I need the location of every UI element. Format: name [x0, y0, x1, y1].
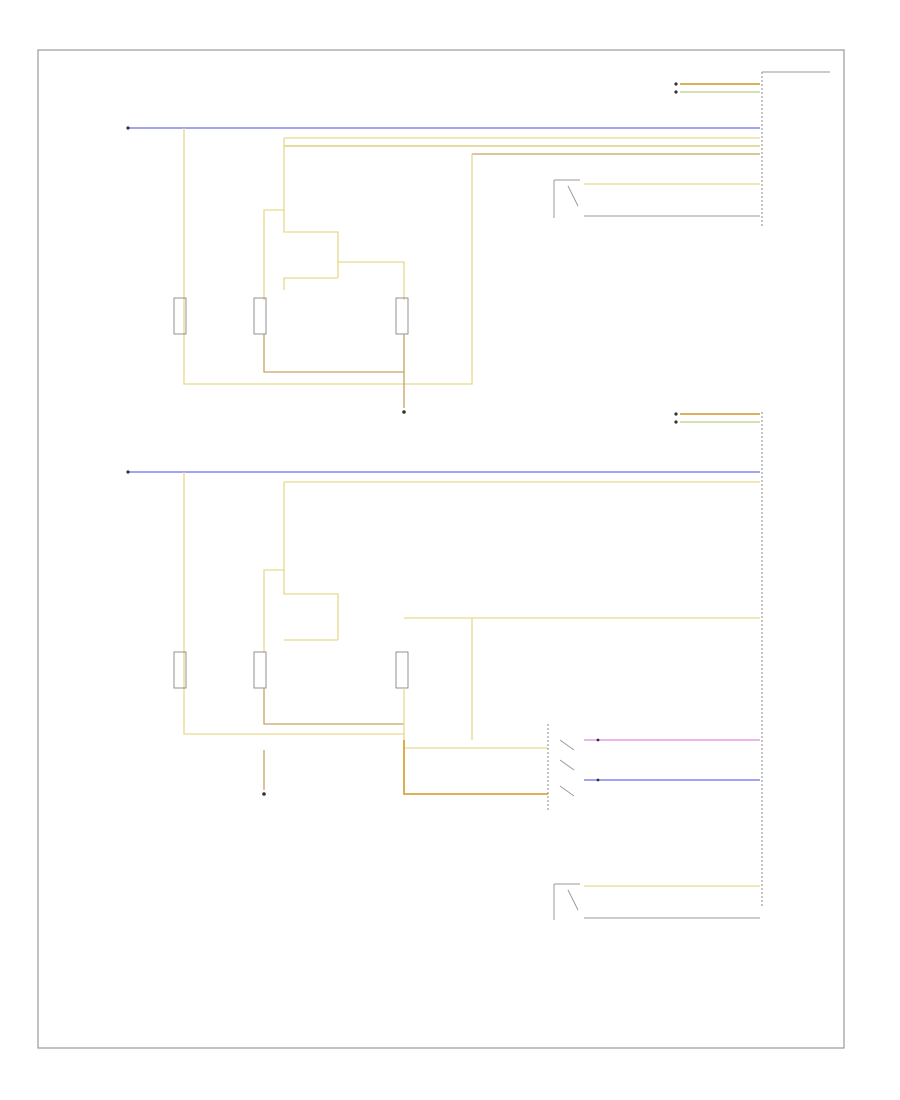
feed-terminal-1 — [674, 82, 678, 86]
lower-switch-feed-d — [404, 617, 473, 740]
upper-switch-feed-a — [263, 138, 285, 300]
diagram-frame — [37, 49, 845, 1049]
lower-right-switch-blade — [567, 889, 579, 911]
lower-circuit — [126, 412, 763, 920]
lower-bus-terminal — [126, 470, 130, 474]
lower-switch-feed-b — [283, 570, 339, 640]
upper-left-loop — [183, 128, 473, 385]
upper-return-a — [263, 334, 404, 373]
lower-return-a — [263, 688, 404, 725]
lower-feed-terminal-2 — [674, 420, 678, 424]
lower-center-blade-3 — [559, 785, 575, 797]
lower-ground — [262, 792, 266, 796]
lower-blue-terminal — [596, 778, 600, 782]
upper-switch-feed-d — [283, 277, 338, 290]
upper-circuit — [126, 71, 830, 414]
lower-center-blade-1 — [559, 739, 575, 751]
lower-orange-route — [403, 740, 548, 795]
lower-switch-3 — [395, 651, 409, 689]
lower-left-loop — [183, 472, 404, 735]
lower-feed-terminal-1 — [674, 412, 678, 416]
lower-return-b — [403, 688, 548, 749]
upper-switch-1 — [173, 297, 187, 335]
upper-right-switch-blade — [567, 185, 579, 207]
upper-bus-terminal — [126, 126, 130, 130]
upper-switch-feed-b — [283, 210, 339, 278]
lower-switch-2 — [253, 651, 267, 689]
upper-switch-feed-c — [338, 261, 405, 300]
upper-ground — [402, 410, 406, 414]
upper-switch-2 — [253, 297, 267, 335]
upper-switch-3 — [395, 297, 409, 335]
lower-switch-1 — [173, 651, 187, 689]
lower-center-blade-2 — [559, 759, 575, 771]
feed-terminal-2 — [674, 90, 678, 94]
lower-switch-feed-a — [263, 482, 285, 652]
lower-pink-terminal — [596, 738, 600, 742]
